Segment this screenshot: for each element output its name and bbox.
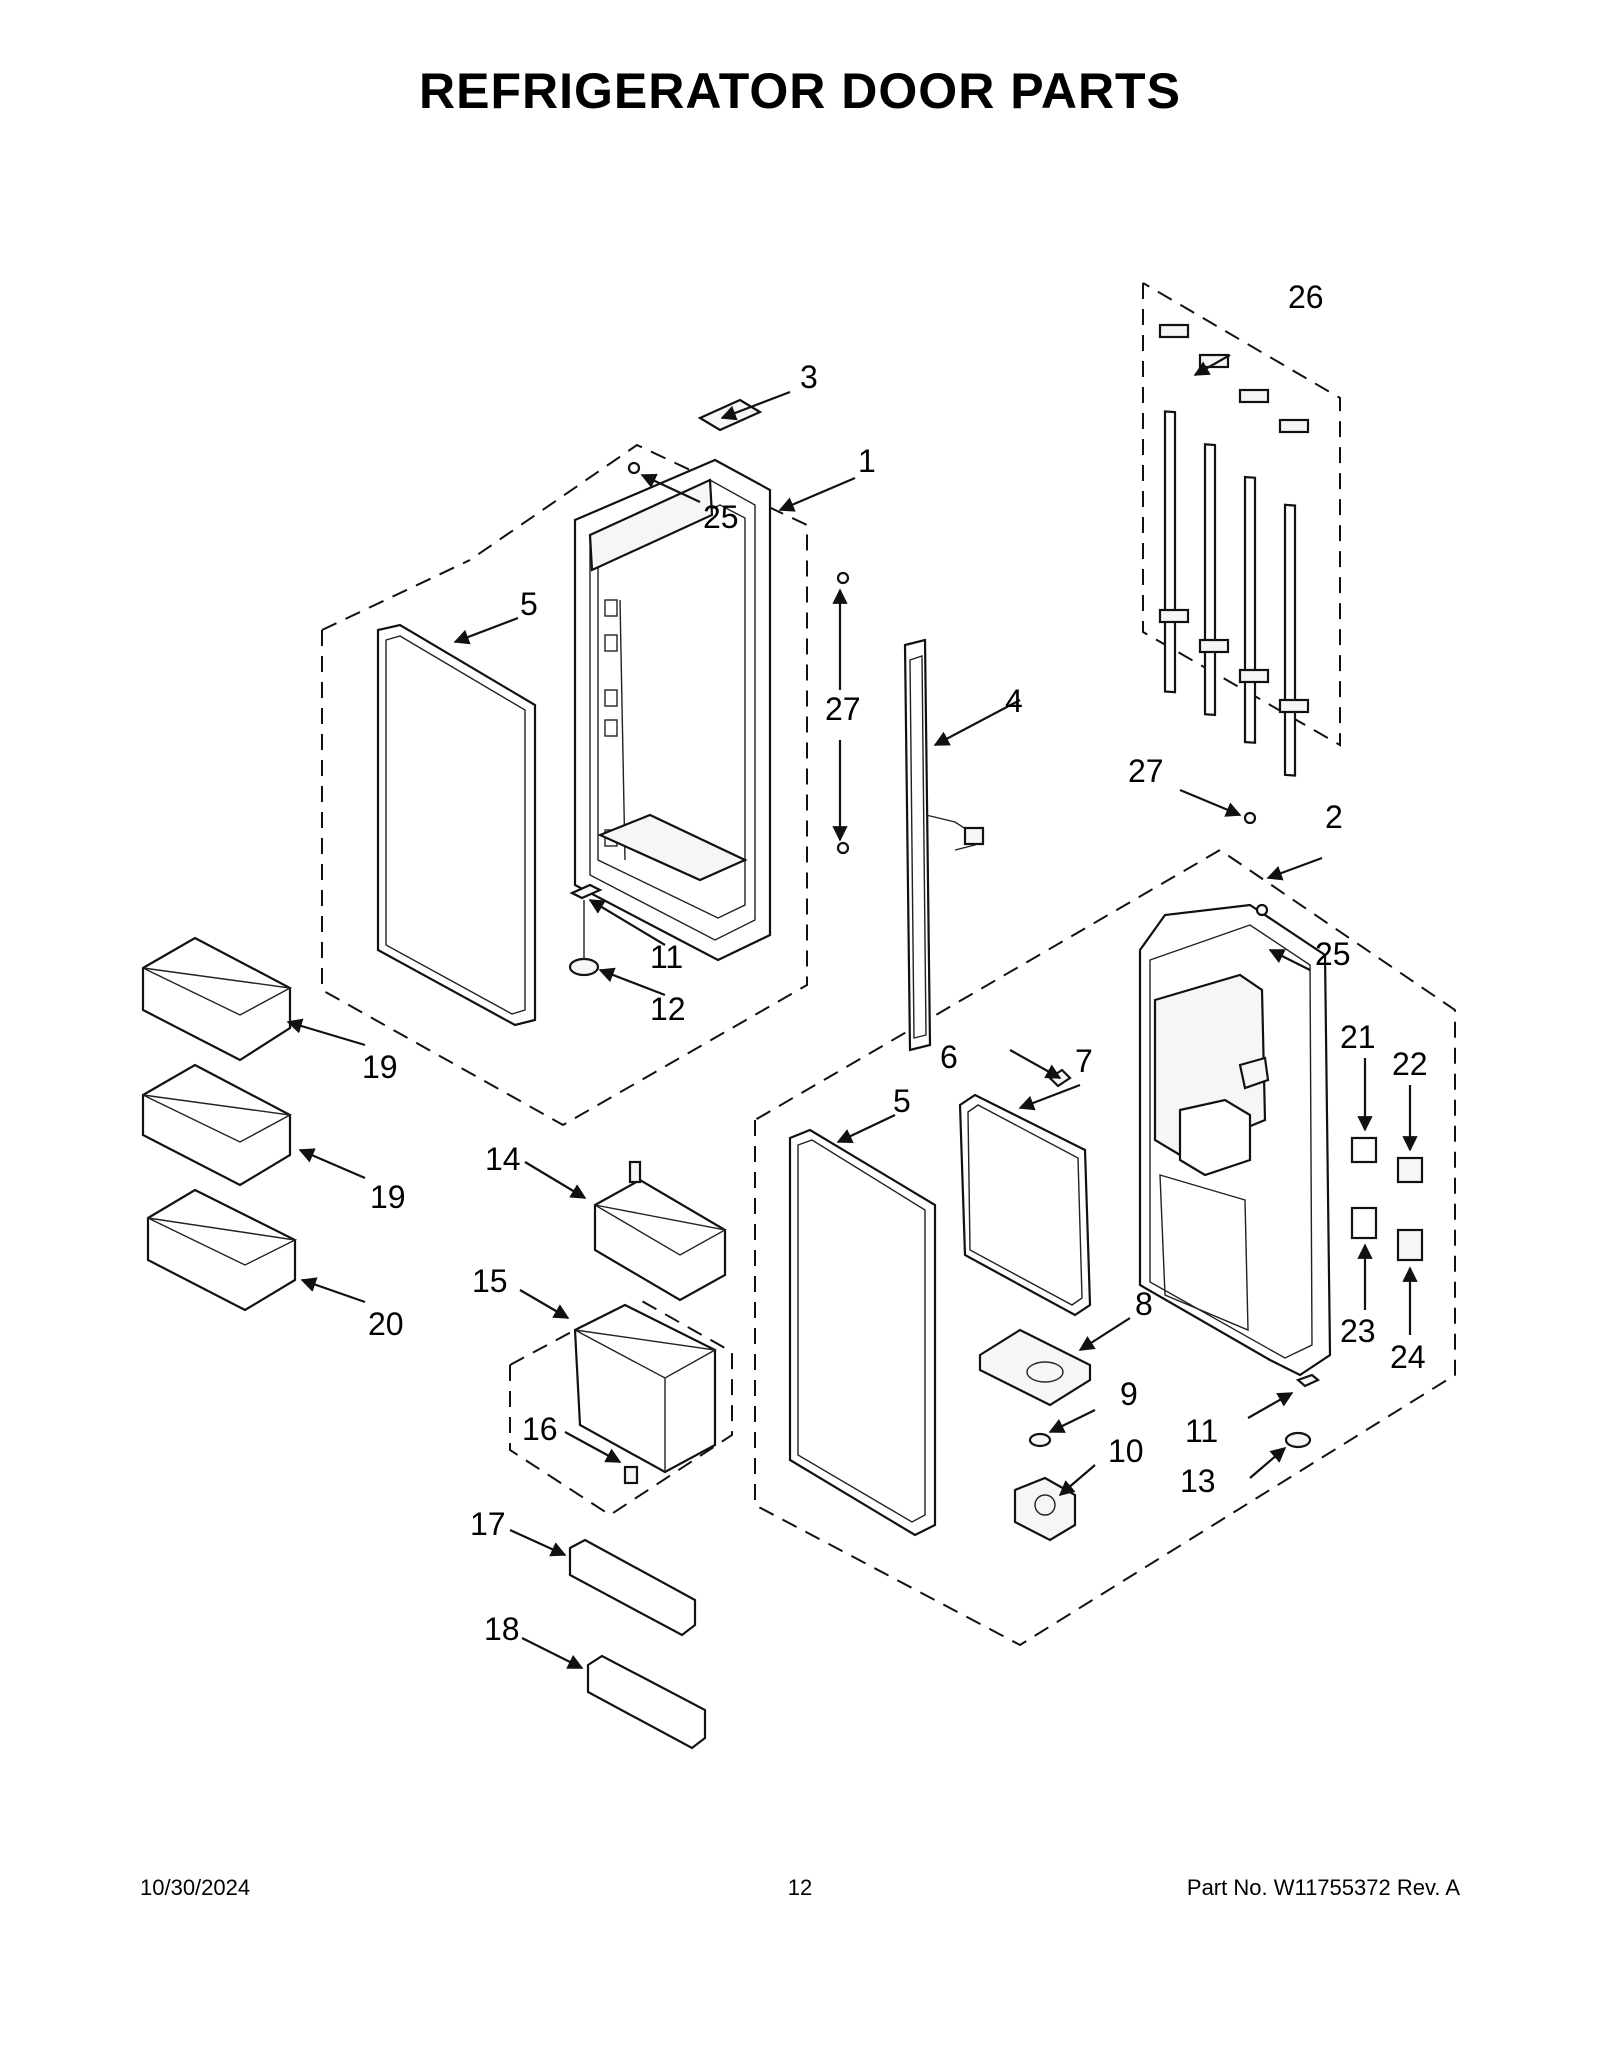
left-door-outline-top <box>321 559 471 631</box>
hinge-bushing-part-11-right <box>1295 1373 1321 1388</box>
callout-5-left: 5 <box>520 586 538 622</box>
pad-part-21 <box>1350 1136 1378 1164</box>
door-handles-part-26 <box>1158 323 1310 777</box>
pad-part-22 <box>1396 1156 1424 1184</box>
callout-2: 2 <box>1325 799 1343 835</box>
callout-21: 21 <box>1340 1019 1376 1055</box>
callout-9: 9 <box>1120 1376 1138 1412</box>
hinge-bushing-part-11-left <box>569 883 603 900</box>
callout-1: 1 <box>858 443 876 479</box>
left-door-assembly-outline <box>321 443 808 1127</box>
callout-12: 12 <box>650 991 686 1027</box>
footer-page-number: 12 <box>787 1875 813 1900</box>
callout-13: 13 <box>1180 1463 1216 1499</box>
grommet-part-9 <box>1028 1432 1052 1448</box>
callout-25-left: 25 <box>703 499 739 535</box>
door-bin-part-18 <box>586 1654 707 1750</box>
callout-22: 22 <box>1392 1046 1428 1082</box>
callout-27-left: 27 <box>825 691 861 727</box>
pad-part-23 <box>1350 1206 1378 1240</box>
door-hinge-bar-part-4 <box>903 638 985 1052</box>
screw-part-27-left-top <box>836 571 850 585</box>
page-title: REFRIGERATOR DOOR PARTS <box>419 63 1181 119</box>
callout-20: 20 <box>368 1306 404 1342</box>
callout-18: 18 <box>484 1611 520 1647</box>
callout-17: 17 <box>470 1506 506 1542</box>
callout-23: 23 <box>1340 1313 1376 1349</box>
callout-15: 15 <box>472 1263 508 1299</box>
callout-11-left: 11 <box>650 939 683 975</box>
ice-bin-part-15 <box>573 1303 718 1474</box>
footer-part-number: Part No. W11755372 Rev. A <box>1186 1875 1460 1900</box>
callout-3: 3 <box>800 359 818 395</box>
callout-14: 14 <box>485 1141 521 1177</box>
ice-bin-outline-top <box>509 1329 576 1366</box>
right-door-gasket-part-5 <box>788 1128 937 1537</box>
right-door-panel-part-2 <box>1138 903 1332 1377</box>
door-bin-part-20 <box>146 1188 298 1312</box>
actuator-plate-part-8 <box>978 1328 1092 1407</box>
auger-coupler-part-16 <box>623 1465 639 1485</box>
callout-25-right: 25 <box>1315 936 1351 972</box>
door-bin-part-19-top <box>141 936 293 1062</box>
screw-part-25-left <box>627 461 641 475</box>
callout-27-right: 27 <box>1128 753 1164 789</box>
callout-4: 4 <box>1005 683 1023 719</box>
callout-19-bottom: 19 <box>370 1179 406 1215</box>
dispenser-cover-part-7 <box>958 1093 1092 1317</box>
callout-6: 6 <box>940 1039 958 1075</box>
callout-19-top: 19 <box>362 1049 398 1085</box>
screw-part-25-right <box>1255 903 1269 917</box>
ice-bin-outline <box>509 1299 733 1517</box>
door-bin-part-17 <box>568 1538 697 1637</box>
left-door-gasket-part-5 <box>376 623 537 1027</box>
callout-16: 16 <box>522 1411 558 1447</box>
dispenser-motor-part-10 <box>1013 1476 1077 1542</box>
screw-part-27-left-bottom <box>836 841 850 855</box>
hinge-pin-part-13-right <box>1284 1431 1312 1449</box>
handles-outline <box>1142 282 1341 747</box>
left-door-panel-part-1 <box>573 458 772 962</box>
callout-24: 24 <box>1390 1339 1426 1375</box>
callout-26: 26 <box>1288 279 1324 315</box>
callout-5-right: 5 <box>893 1083 911 1119</box>
right-door-assembly-outline <box>754 848 1456 1647</box>
footer-date: 10/30/2024 <box>140 1875 251 1900</box>
pad-part-24 <box>1396 1228 1424 1262</box>
callout-7: 7 <box>1075 1043 1093 1079</box>
door-bin-part-19-bottom <box>141 1063 293 1187</box>
hinge-pin-part-12-left <box>568 957 600 977</box>
callout-8: 8 <box>1135 1286 1153 1322</box>
callout-10: 10 <box>1108 1433 1144 1469</box>
callout-11-right: 11 <box>1185 1413 1218 1449</box>
screw-part-27-right <box>1243 811 1257 825</box>
ice-maker-part-14 <box>593 1160 728 1302</box>
